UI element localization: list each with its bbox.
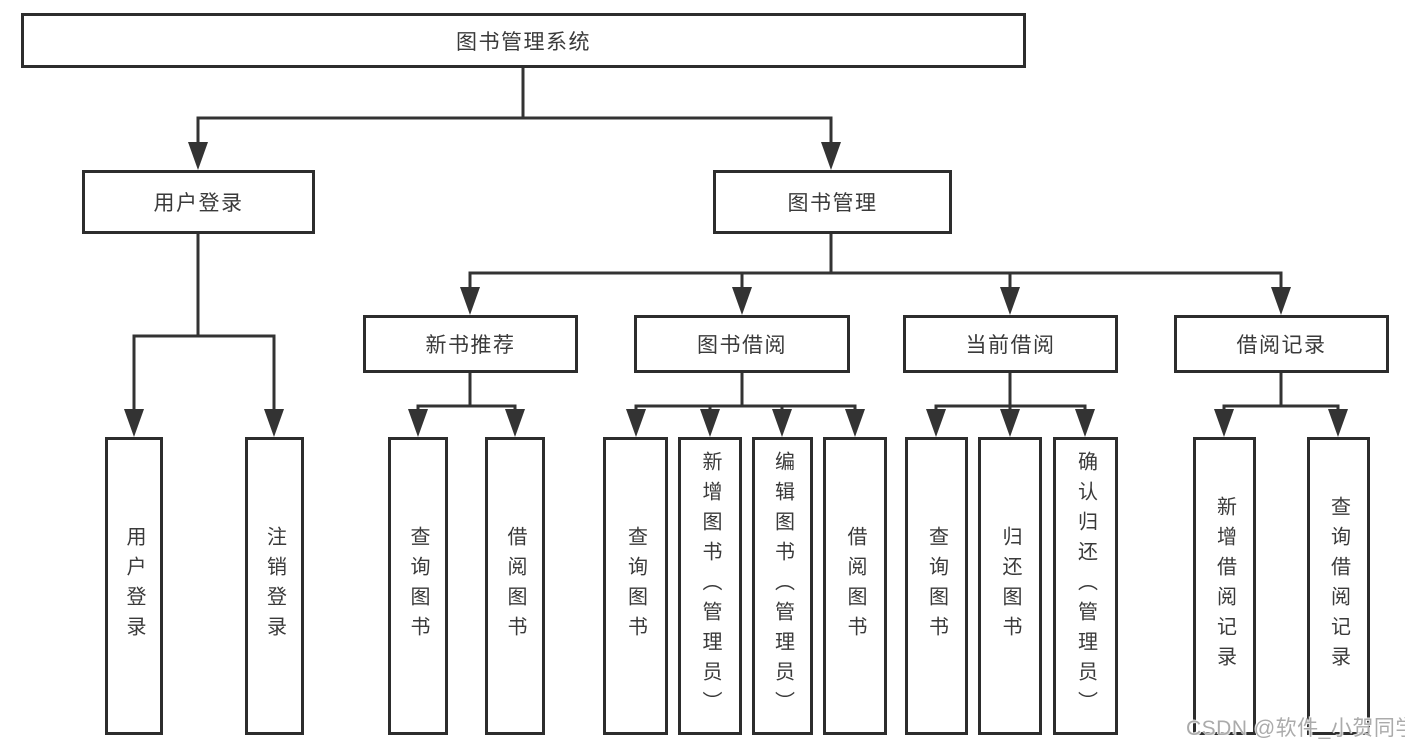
leaf-bb-add-book: 新增图书（管理员） [678,437,742,735]
arrowheads [124,142,1348,437]
csdn-watermark: CSDN @软件_小贺同学 [1186,717,1405,740]
node-current-borrow: 当前借阅 [903,315,1118,373]
leaf-cb-confirm-return: 确认归还（管理员） [1053,437,1118,735]
leaf-logout: 注销登录 [245,437,304,735]
leaf-nbr-borrow-book: 借阅图书 [485,437,545,735]
leaf-br-add-record: 新增借阅记录 [1193,437,1256,735]
leaf-bb-query-book: 查询图书 [603,437,668,735]
node-borrow-record: 借阅记录 [1174,315,1389,373]
node-book-borrow: 图书借阅 [634,315,850,373]
leaf-user-login: 用户登录 [105,437,163,735]
leaf-bb-borrow-book: 借阅图书 [823,437,887,735]
node-user-login: 用户登录 [82,170,315,234]
leaf-br-query-record: 查询借阅记录 [1307,437,1370,735]
node-book-management: 图书管理 [713,170,952,234]
node-new-book-recommend: 新书推荐 [363,315,578,373]
leaf-cb-return-book: 归还图书 [978,437,1042,735]
leaf-nbr-query-book: 查询图书 [388,437,448,735]
leaf-bb-edit-book: 编辑图书（管理员） [752,437,813,735]
node-root: 图书管理系统 [21,13,1026,68]
leaf-cb-query-book: 查询图书 [905,437,968,735]
